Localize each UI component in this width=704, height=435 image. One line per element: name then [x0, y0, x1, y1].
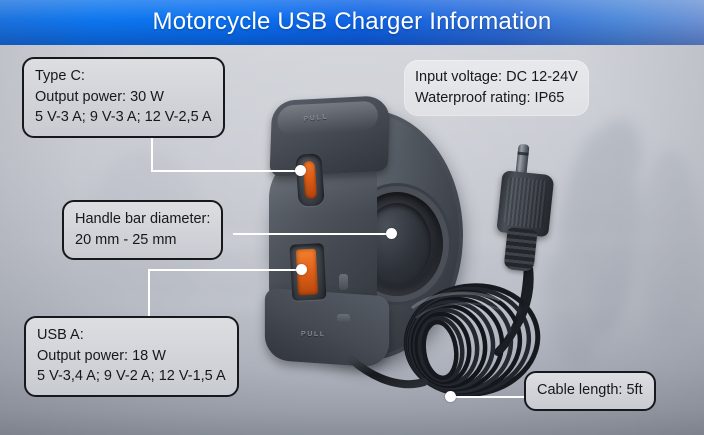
- callout-handle-bar: Handle bar diameter: 20 mm - 25 mm: [62, 200, 224, 261]
- callout-input-voltage: Input voltage: DC 12-24V Waterproof rati…: [404, 60, 589, 117]
- usb-a-specs: 5 V-3,4 A; 9 V-2 A; 12 V-1,5 A: [37, 368, 226, 385]
- callout-marker-handle-bar: [386, 228, 397, 239]
- handle-bar-label: Handle bar diameter:: [75, 211, 211, 227]
- pull-flap-bottom[interactable]: PULL: [264, 287, 390, 369]
- charger-detail-nub: [337, 314, 350, 323]
- sae-strain-relief: [503, 227, 538, 272]
- title-banner: Motorcycle USB Charger Information: [0, 0, 704, 45]
- type-c-output-power: Output power: 30 W: [35, 88, 164, 105]
- leader-line-type-c: [151, 126, 153, 172]
- callout-cable-length: Cable length: 5ft: [524, 371, 656, 411]
- leader-line-usb-a: [148, 269, 301, 271]
- usb-a-port: [289, 243, 327, 301]
- input-voltage-value: Input voltage: DC 12-24V: [415, 69, 578, 85]
- type-c-title: Type C:: [35, 68, 85, 84]
- callout-marker-type-c: [295, 165, 306, 176]
- callout-marker-cable: [445, 391, 456, 402]
- callout-marker-usb-a: [296, 264, 307, 275]
- leader-line-usb-a: [148, 270, 150, 318]
- page-title: Motorcycle USB Charger Information: [152, 7, 552, 35]
- callout-usb-a: USB A: Output power: 18 W 5 V-3,4 A; 9 V…: [24, 316, 239, 397]
- sae-shell: [496, 170, 555, 238]
- usb-a-title: USB A:: [37, 327, 84, 343]
- usb-a-output-power: Output power: 18 W: [37, 347, 166, 364]
- pull-flap-top[interactable]: PULL: [269, 94, 391, 178]
- pull-label-bottom: PULL: [300, 330, 326, 339]
- usb-charger-device: PULL PULL: [255, 94, 475, 376]
- leader-line-type-c: [151, 170, 301, 172]
- type-c-specs: 5 V-3 A; 9 V-3 A; 12 V-2,5 A: [35, 109, 212, 126]
- charger-detail-nub: [339, 274, 348, 290]
- leader-line-cable: [452, 396, 530, 398]
- background-shape: [598, 118, 642, 188]
- type-c-port: [295, 153, 325, 207]
- leader-line-handle-bar: [233, 233, 391, 235]
- background-shape: [640, 150, 700, 340]
- cable-length-value: Cable length: 5ft: [537, 382, 643, 398]
- pull-label-top: PULL: [303, 113, 329, 124]
- waterproof-rating-value: Waterproof rating: IP65: [415, 89, 565, 106]
- callout-type-c: Type C: Output power: 30 W 5 V-3 A; 9 V-…: [22, 57, 225, 138]
- handle-bar-value: 20 mm - 25 mm: [75, 231, 177, 248]
- sae-connector: [487, 142, 570, 274]
